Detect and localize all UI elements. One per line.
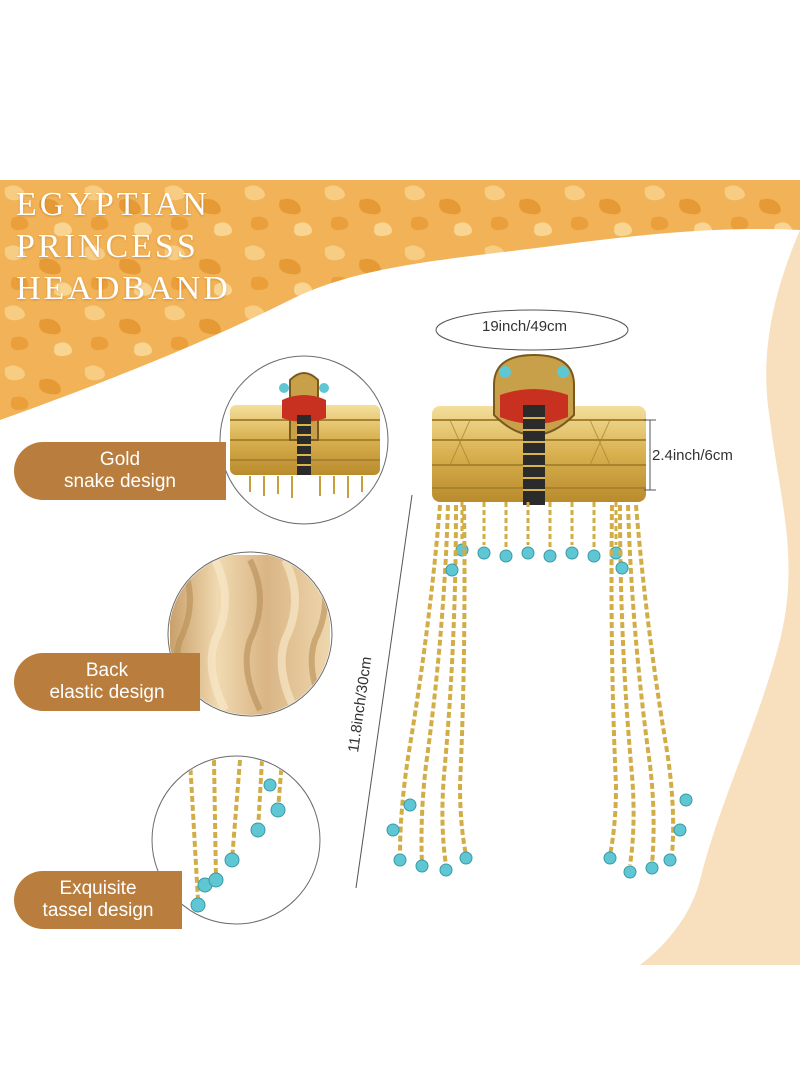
feature-label-elastic-line2: elastic design bbox=[49, 682, 165, 703]
dimension-circumference: 19inch/49cm bbox=[478, 318, 572, 335]
feature-label-tassel: Exquisite tassel design bbox=[14, 871, 182, 929]
feature-label-tassel-line2: tassel design bbox=[42, 900, 154, 921]
dimension-height: 2.4inch/6cm bbox=[652, 447, 733, 464]
snake-detail-circle bbox=[219, 355, 389, 525]
title-line-3: HEADBAND bbox=[16, 270, 231, 307]
title-line-2: PRINCESS bbox=[16, 228, 199, 265]
main-headband bbox=[386, 353, 693, 879]
banner-background bbox=[0, 180, 800, 420]
feature-label-snake-line1: Gold bbox=[99, 449, 141, 470]
feature-label-snake: Gold snake design bbox=[14, 442, 226, 500]
dimension-guides bbox=[355, 309, 656, 889]
feature-label-tassel-line1: Exquisite bbox=[59, 878, 137, 899]
feature-label-elastic: Back elastic design bbox=[14, 653, 200, 711]
feature-label-snake-line2: snake design bbox=[64, 471, 176, 492]
feature-label-elastic-line1: Back bbox=[85, 660, 129, 681]
tassel-detail-circle bbox=[151, 755, 321, 925]
title-line-1: EGYPTIAN bbox=[16, 186, 210, 223]
elastic-detail-circle bbox=[167, 551, 333, 717]
right-wave bbox=[640, 230, 800, 965]
